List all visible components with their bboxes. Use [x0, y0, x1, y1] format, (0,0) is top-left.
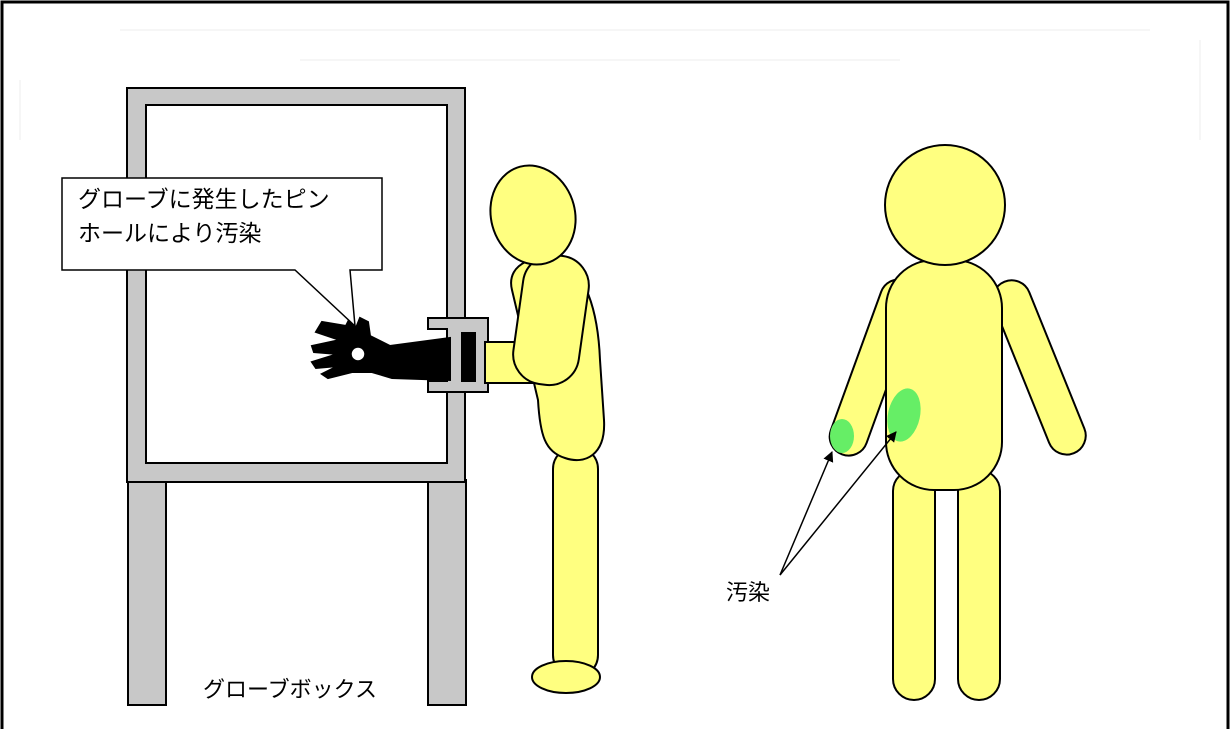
- arrow-to-torso: [779, 431, 897, 576]
- callout-box: [61, 177, 383, 328]
- callout-bubble: [61, 177, 383, 328]
- callout-line-1: グローブに発生したピン: [78, 186, 330, 212]
- glovebox-right-leg: [427, 479, 467, 706]
- glove-port-opening: [461, 332, 476, 382]
- glovebox-label: グローブボックス: [203, 677, 378, 702]
- contamination-spots: [830, 388, 921, 453]
- worker-front-view: [828, 144, 1087, 701]
- glove-shape: [310, 315, 451, 382]
- contamination-spot-hand: [830, 419, 854, 453]
- contamination-arrows: [779, 431, 897, 576]
- front-right-leg: [957, 469, 1001, 701]
- glovebox-frame: [126, 87, 466, 483]
- callout-text: グローブに発生したピン ホールにより汚染: [78, 182, 330, 250]
- worker-side-view: [484, 164, 606, 694]
- front-right-arm: [991, 279, 1087, 456]
- arrow-to-hand: [779, 451, 834, 576]
- worker-leg: [552, 446, 599, 678]
- background-artifacts: [19, 29, 1201, 140]
- glove: [310, 315, 451, 382]
- front-left-leg: [892, 469, 936, 701]
- worker-foot: [531, 660, 601, 694]
- glovebox: [126, 87, 489, 706]
- front-torso: [885, 259, 1003, 491]
- contamination-label: 汚染: [726, 580, 771, 605]
- glovebox-left-leg: [127, 479, 167, 706]
- worker-head: [489, 164, 577, 266]
- pinhole-icon: [350, 346, 366, 362]
- callout-line-2: ホールにより汚染: [78, 220, 262, 246]
- front-head: [884, 144, 1006, 266]
- contamination-spot-torso: [887, 388, 921, 442]
